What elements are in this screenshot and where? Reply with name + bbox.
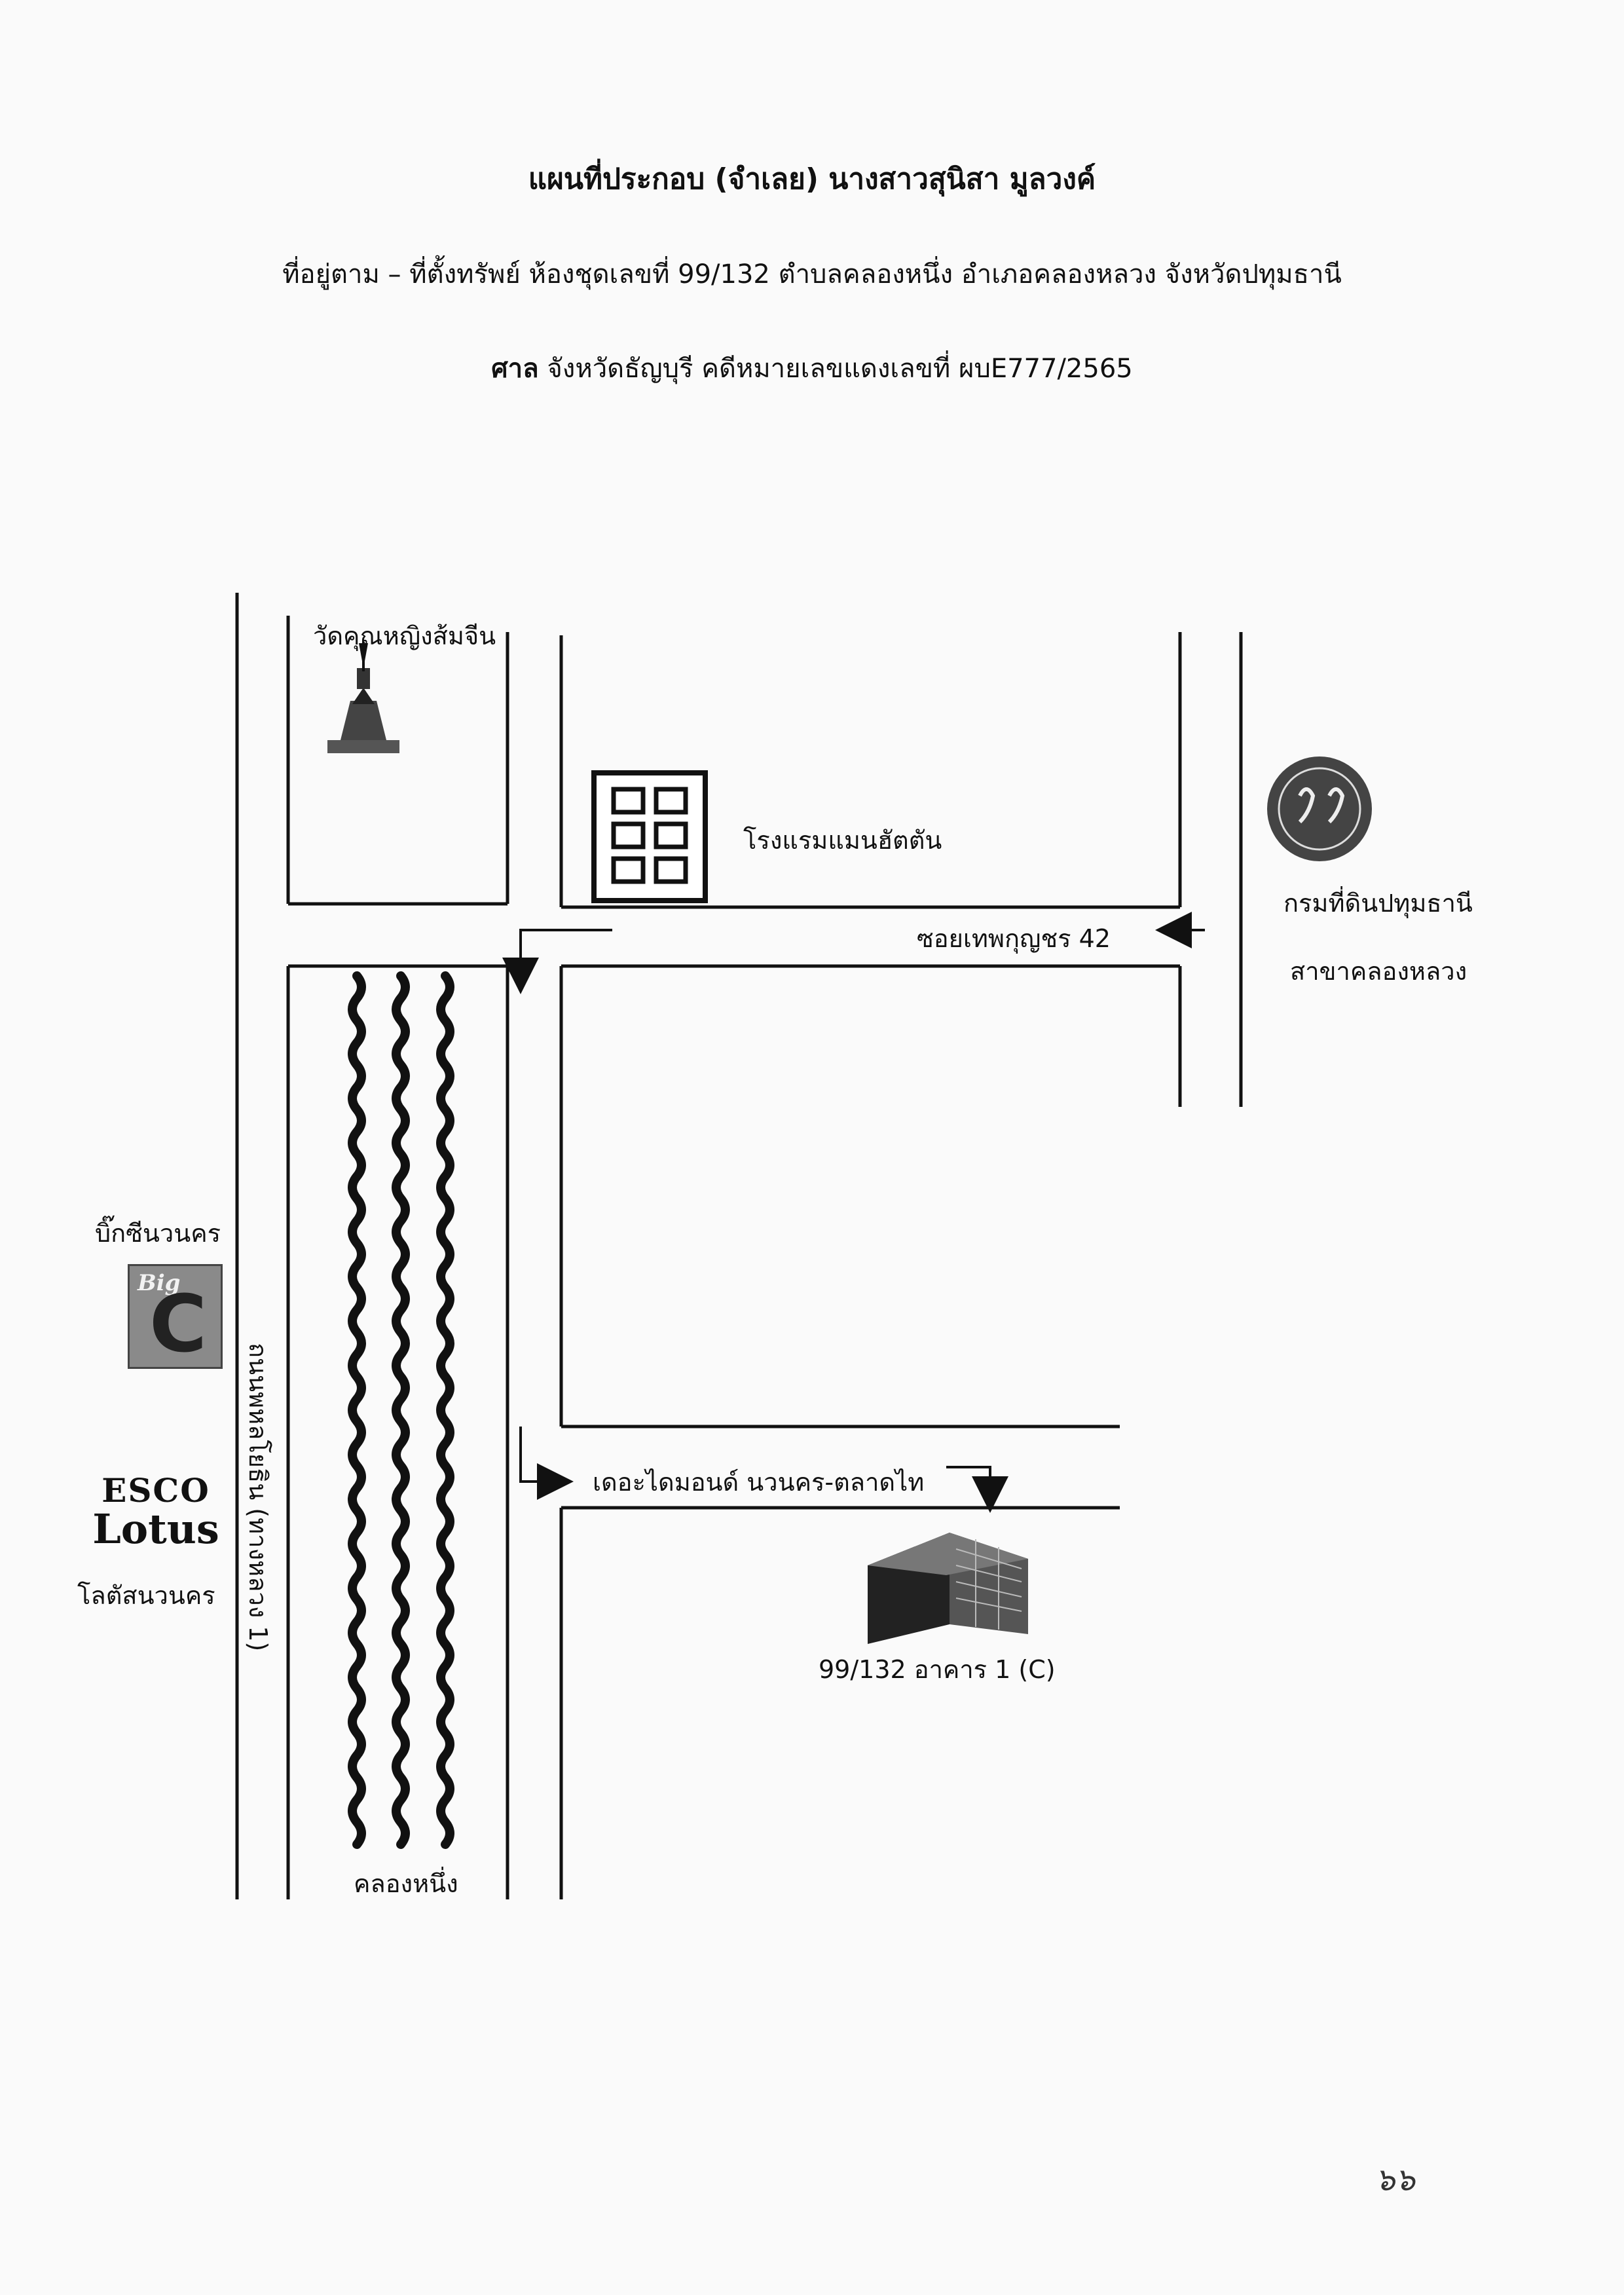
land-office-label: กรมที่ดินปทุมธานี [1283, 889, 1473, 918]
lotus-logo: ESCO Lotus [90, 1472, 221, 1550]
canal-label: คลองหนึ่ง [354, 1869, 458, 1898]
land-office-branch-label: สาขาคลองหลวง [1290, 957, 1467, 986]
hotel-label: โรงแรมแมนฮัตตัน [743, 826, 942, 855]
arrow-icon [946, 1466, 1008, 1513]
bigc-logo-letter: C [149, 1279, 208, 1370]
bigc-logo: Big C [128, 1264, 223, 1369]
court-line: ศาล จังหวัดธัญบุรี คดีหมายเลขแดงเลขที่ ผ… [0, 347, 1624, 389]
court-label: ศาล [491, 354, 539, 384]
arrow-icon [502, 929, 612, 994]
lotus-logo-top: ESCO [101, 1471, 210, 1510]
court-case-number: จังหวัดธัญบุรี คดีหมายเลขแดงเลขที่ ผบE77… [538, 354, 1133, 384]
arrow-icon [519, 1427, 574, 1500]
lotus-label: โลตัสนวนคร [77, 1581, 215, 1610]
lotus-logo-bottom: Lotus [92, 1505, 219, 1553]
soi-label: ซอยเทพกุญชร 42 [917, 924, 1111, 953]
page-mark: ๖๖ [1375, 2161, 1415, 2198]
land-department-seal-icon [1267, 756, 1372, 861]
map-title: แผนที่ประกอบ (จำเลย) นางสาวสุนิสา มูลวงค… [528, 162, 1096, 196]
road-lines [235, 593, 1243, 1899]
address-line: ที่อยู่ตาม – ที่ตั้งทรัพย์ ห้องชุดเลขที่… [282, 259, 1342, 289]
hotel-building-icon [591, 770, 708, 903]
bigc-label: บิ๊กซีนวนคร [95, 1219, 221, 1248]
diamond-condo-label: เดอะไดมอนด์ นวนคร-ตลาดไท [593, 1468, 925, 1497]
temple-label: วัดคุณหญิงส้มจีน [313, 622, 496, 650]
building-label: 99/132 อาคาร 1 (C) [819, 1655, 1056, 1684]
condominium-building-icon [868, 1533, 1028, 1644]
bigc-logo-text: Big [138, 1270, 181, 1296]
canal-wave-icon [348, 971, 454, 1849]
temple-icon [327, 642, 399, 753]
direction-arrows [502, 912, 1205, 1513]
highway-label: ถนนพหลโยธิน (ทางหลวง 1) [244, 1343, 272, 1652]
